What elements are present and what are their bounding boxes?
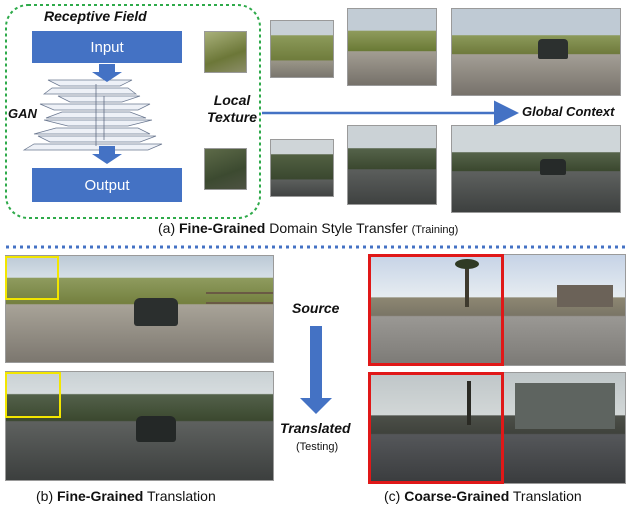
palm-tree-shape (467, 381, 471, 425)
building-shape (515, 383, 615, 429)
fine-grained-translated-image (5, 371, 274, 481)
caption-b-prefix: (b) (36, 488, 57, 504)
global-context-label: Global Context (522, 104, 615, 119)
caption-a-prefix: (a) (158, 220, 179, 236)
translated-full-frame (451, 125, 621, 213)
local-texture-label: Local Texture (206, 92, 258, 126)
translated-label: Translated (280, 420, 351, 436)
testing-label: (Testing) (296, 441, 339, 453)
caption-c-bold: Coarse-Grained (404, 488, 510, 504)
caption-b-bold: Fine-Grained (57, 488, 144, 504)
source-full-frame (451, 8, 621, 96)
caption-b: (b) Fine-Grained Translation (36, 488, 216, 504)
fence-shape (206, 292, 273, 304)
receptive-field-highlight (5, 256, 59, 300)
receptive-field-frame (5, 4, 261, 219)
building-shape (557, 285, 613, 307)
car-shape (538, 39, 568, 59)
source-label: Source (292, 300, 340, 316)
output-box: Output (32, 168, 182, 202)
caption-c-rest: Translation (509, 488, 582, 504)
gan-label: GAN (8, 106, 37, 121)
local-texture-line-2: Texture (206, 109, 258, 125)
caption-a-bold: Fine-Grained (179, 220, 266, 236)
car-shape (134, 298, 178, 326)
palm-tree-shape (455, 259, 479, 269)
caption-c-prefix: (c) (384, 488, 405, 504)
car-shape (540, 159, 566, 175)
receptive-field-highlight (5, 372, 61, 418)
palm-tree-shape (465, 263, 469, 307)
caption-a-rest: Domain Style Transfer (265, 220, 412, 236)
translated-context-crop-large (347, 125, 437, 205)
translated-texture-crop-medium (270, 139, 334, 197)
coarse-grained-source-image (368, 254, 626, 366)
local-texture-line-1: Local (213, 92, 251, 108)
caption-a-small: (Training) (411, 224, 459, 236)
caption-b-rest: Translation (143, 488, 216, 504)
down-arrow-icon (92, 146, 122, 164)
receptive-field-label: Receptive Field (44, 8, 147, 24)
fine-grained-source-image (5, 255, 274, 363)
translated-texture-crop-small (204, 148, 247, 190)
coarse-grained-translated-image (368, 372, 626, 484)
source-context-crop-large (347, 8, 437, 86)
car-shape (136, 416, 176, 442)
source-texture-crop-medium (270, 20, 334, 78)
input-box: Input (32, 31, 182, 63)
receptive-field-highlight-red (368, 254, 504, 366)
down-arrow-icon (92, 64, 122, 82)
caption-c: (c) Coarse-Grained Translation (384, 488, 582, 504)
receptive-field-highlight-red (368, 372, 504, 484)
source-texture-crop-small (204, 31, 247, 73)
gan-layer-stack (22, 79, 163, 151)
source-to-translated-arrow-icon (300, 326, 332, 414)
caption-a: (a) Fine-Grained Domain Style Transfer (… (158, 220, 458, 236)
